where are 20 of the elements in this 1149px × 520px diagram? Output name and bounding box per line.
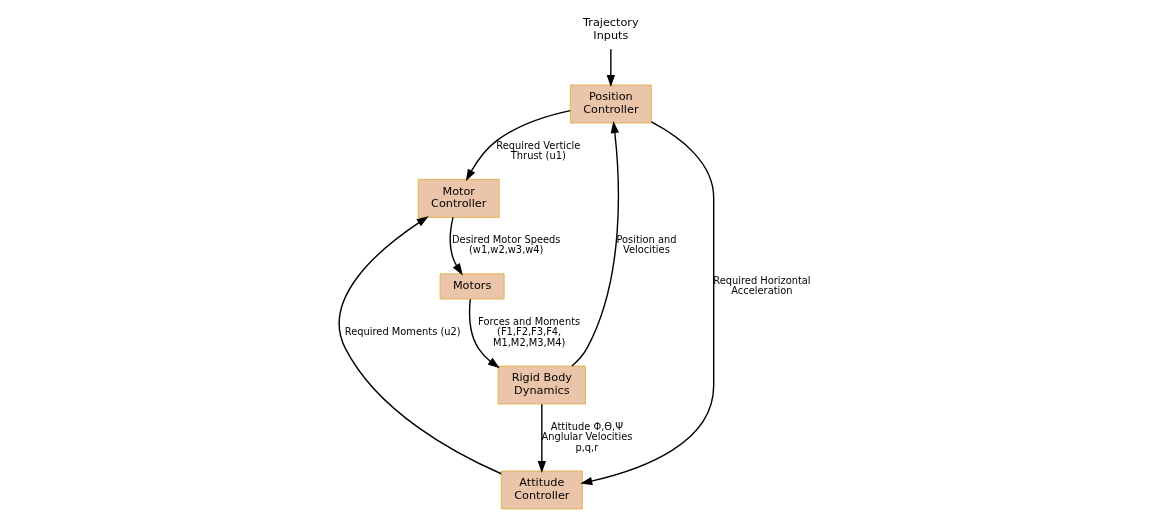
arrow bbox=[338, 216, 502, 475]
arrow bbox=[468, 298, 500, 369]
node-box: Rigid Body Dynamics bbox=[497, 365, 586, 405]
arrow bbox=[449, 216, 463, 276]
edge-label: Desired Motor Speeds (w1,w2,w3,w4) bbox=[452, 233, 561, 256]
edge-label: Required Verticle Thrust (u1) bbox=[496, 139, 581, 162]
arrow bbox=[580, 121, 715, 486]
arrow bbox=[606, 48, 616, 87]
arrow bbox=[465, 109, 571, 182]
edge-label: Position and Velocities bbox=[616, 233, 677, 256]
node-box: Attitude Controller bbox=[500, 470, 583, 510]
node-box: Position Controller bbox=[570, 84, 652, 124]
node-box: Motor Controller bbox=[417, 179, 500, 218]
edge-label: Required Moments (u2) bbox=[344, 326, 461, 338]
edge-label: Forces and Moments (F1,F2,F3,F4, M1,M2,M3,M4) bbox=[478, 315, 581, 348]
node-box: Motors bbox=[439, 273, 505, 300]
arrow bbox=[537, 403, 547, 474]
arrow bbox=[571, 121, 620, 367]
node-text: Trajectory Inputs bbox=[583, 16, 639, 43]
edge-label: Required Horizontal Acceleration bbox=[713, 274, 811, 297]
